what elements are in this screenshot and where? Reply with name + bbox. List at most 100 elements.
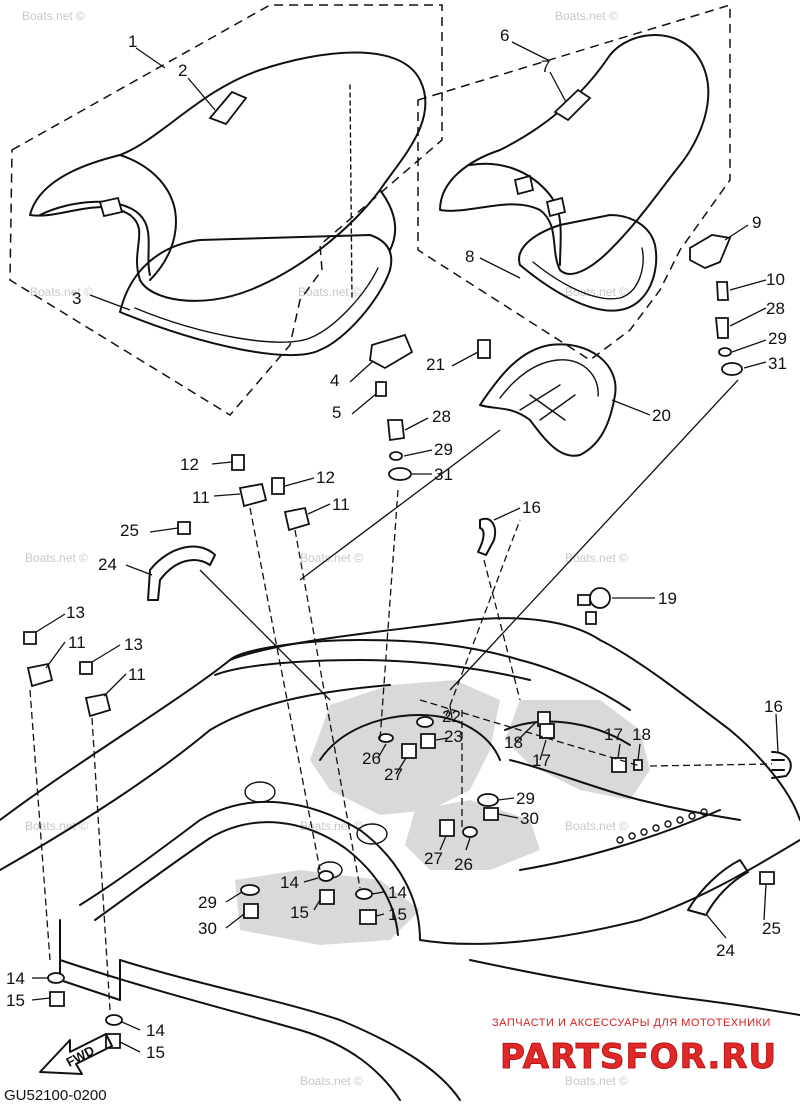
leader [611, 399, 651, 416]
callout-9: 9 [752, 213, 761, 232]
seat-1-grab-handle [208, 90, 248, 126]
leader [35, 613, 66, 633]
leader [449, 705, 453, 719]
washer-29-right [718, 347, 732, 357]
leader [729, 279, 767, 291]
nut-17-a [539, 723, 555, 739]
leader [705, 913, 727, 939]
brand-block: ЗАПЧАСТИ И АКСЕССУАРЫ ДЛЯ МОТОТЕХНИКИ PA… [492, 1017, 777, 1078]
callout-27: 27 [384, 765, 403, 784]
leader [351, 393, 377, 415]
callout-14: 14 [6, 969, 25, 988]
seat-1-assembly [9, 4, 443, 416]
fwd-arrow: FWD [39, 1033, 113, 1075]
deck-hole [244, 781, 276, 803]
nut-17-b [611, 757, 627, 773]
washer-22 [416, 716, 434, 728]
callout-7: 7 [541, 57, 550, 76]
leader [539, 739, 547, 761]
drain-plug-19-nut [585, 611, 597, 625]
callout-16: 16 [522, 498, 541, 517]
bolt-25-a [177, 521, 191, 535]
callout-12: 12 [180, 455, 199, 474]
storage-tray-ribs [519, 384, 576, 421]
seat-1-seal [119, 234, 393, 356]
callout-14: 14 [146, 1021, 165, 1040]
leader [125, 564, 153, 576]
bolt-25-b [759, 871, 775, 885]
callout-23: 23 [444, 727, 463, 746]
nut-27-b [439, 819, 455, 837]
nut-30-b [243, 903, 259, 919]
callout-11: 11 [128, 665, 146, 684]
callout-31: 31 [434, 465, 453, 484]
seat-2-side [469, 162, 562, 266]
assembly-line [249, 507, 321, 871]
watermark: Boats.net © [25, 819, 88, 833]
clamp-11-c [26, 662, 54, 688]
watermark: Boats.net © [300, 1074, 363, 1088]
hull-left-rail [0, 684, 391, 871]
assembly-lines [29, 41, 779, 1053]
callout-30: 30 [520, 809, 539, 828]
fwd-arrow-icon [39, 1033, 113, 1075]
seat-1-rear [379, 189, 397, 251]
callout-25: 25 [762, 919, 781, 938]
brand-logo: PARTSFOR.RU [500, 1037, 777, 1077]
watermark: Boats.net © [30, 285, 93, 299]
leader [377, 743, 387, 759]
watermark: Boats.net © [555, 9, 618, 23]
diagram-code: GU52100-0200 [4, 1087, 107, 1104]
nut-10 [716, 281, 729, 301]
latch-plate-right [689, 234, 732, 269]
assembly-line [445, 519, 521, 717]
callout-29: 29 [768, 329, 787, 348]
leader [31, 997, 51, 1001]
leader [371, 891, 385, 895]
callout-18: 18 [504, 733, 523, 752]
seat-1-pin-guide [349, 84, 353, 301]
callout-4: 4 [330, 371, 339, 390]
washer-14-b [355, 888, 373, 900]
deck-hole [356, 823, 388, 845]
assembly-line [379, 489, 399, 741]
leader [313, 899, 321, 911]
watermarks: Boats.net © Boats.net © Boats.net © Boat… [22, 9, 628, 1088]
storage-tray-outline [479, 343, 617, 457]
watermark: Boats.net © [565, 1074, 628, 1088]
storage-tray [477, 339, 617, 457]
bolt-21 [477, 339, 491, 359]
callout-13: 13 [124, 635, 143, 654]
assembly-line [649, 763, 773, 767]
callout-15: 15 [146, 1043, 165, 1062]
leader [45, 641, 66, 669]
leader [213, 493, 241, 497]
damper-31-left [388, 467, 412, 481]
leader [403, 449, 433, 457]
leader [729, 307, 767, 327]
hull-rear-chine [469, 959, 800, 1016]
hull-front-shading [235, 870, 420, 945]
leader [731, 339, 767, 353]
callout-24: 24 [98, 555, 117, 574]
assembly-line [419, 699, 641, 767]
nut-27-a [401, 743, 417, 759]
leader [89, 294, 131, 311]
callout-numbers: 1 2 3 4 5 6 7 8 9 10 28 29 31 21 20 28 2… [6, 26, 787, 1062]
bolt-12-a [231, 454, 245, 471]
assembly-line [483, 559, 521, 701]
latch-pin-left [387, 419, 405, 442]
hull-gunwale [229, 639, 631, 711]
callout-11: 11 [68, 633, 86, 652]
watermark: Boats.net © [565, 551, 628, 565]
hull-rear-well-shading [505, 700, 650, 800]
leader [497, 813, 519, 819]
callout-15: 15 [6, 991, 25, 1010]
hose-16-a [477, 517, 496, 556]
callout-17: 17 [532, 751, 551, 770]
latch-parts [369, 234, 743, 481]
leader [307, 503, 331, 515]
callout-1: 1 [128, 32, 137, 51]
washer-29-c [477, 793, 499, 807]
callout-21: 21 [426, 355, 445, 374]
